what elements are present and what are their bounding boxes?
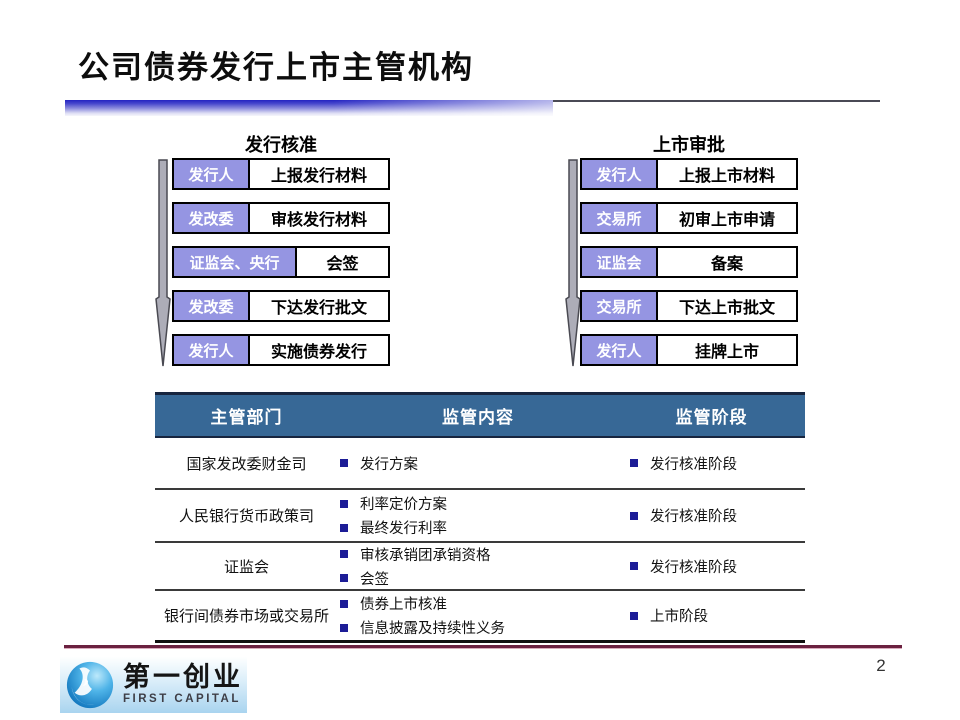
flow-action: 备案 [658, 248, 796, 276]
bullet-item: 发行核准阶段 [630, 453, 737, 474]
down-arrow-icon [155, 159, 171, 367]
department-cell: 国家发改委财金司 [186, 455, 307, 473]
flow-step: 证监会、央行 会签 [172, 246, 390, 278]
flow-left-title: 发行核准 [245, 135, 317, 155]
down-arrow-icon [565, 159, 581, 367]
flow-action: 上报上市材料 [658, 160, 796, 188]
flow-action: 审核发行材料 [250, 204, 388, 232]
square-bullet-icon [630, 511, 638, 520]
bullet-item: 最终发行利率 [340, 517, 618, 538]
flow-step: 发行人 上报发行材料 [172, 158, 390, 190]
stage-cell: 上市阶段 [618, 591, 805, 640]
flow-agency: 证监会 [582, 248, 658, 276]
column-header-department: 主管部门 [210, 408, 283, 427]
flow-action: 下达发行批文 [250, 292, 388, 320]
flow-step: 发改委 审核发行材料 [172, 202, 390, 234]
table-header-row: 主管部门 监管内容 监管阶段 [155, 392, 805, 438]
flow-step: 发行人 上报上市材料 [580, 158, 798, 190]
square-bullet-icon [340, 550, 348, 558]
square-bullet-icon [630, 459, 638, 467]
column-header-content: 监管内容 [442, 408, 514, 427]
flow-agency: 交易所 [582, 292, 658, 320]
flow-agency: 发行人 [174, 336, 250, 364]
flow-step: 发改委 下达发行批文 [172, 290, 390, 322]
bullet-item: 债券上市核准 [340, 593, 618, 614]
square-bullet-icon [630, 611, 638, 620]
title-underline-bar [65, 100, 553, 116]
table-row: 银行间债券市场或交易所 债券上市核准 信息披露及持续性义务 上市阶段 [155, 591, 805, 640]
content-cell: 审核承销团承销资格 会签 [338, 543, 618, 589]
flow-action: 上报发行材料 [250, 160, 388, 188]
flow-step: 交易所 下达上市批文 [580, 290, 798, 322]
department-cell: 证监会 [223, 558, 269, 576]
flow-agency: 发改委 [174, 292, 250, 320]
bullet-item: 会签 [340, 568, 618, 589]
globe-icon [66, 661, 114, 709]
flow-right-title: 上市审批 [653, 135, 725, 155]
flow-step: 证监会 备案 [580, 246, 798, 278]
page-number: 2 [876, 656, 886, 675]
logo-name-en: FIRST CAPITAL [123, 693, 241, 706]
bullet-item: 审核承销团承销资格 [340, 544, 618, 565]
bullet-item: 上市阶段 [630, 605, 708, 626]
flow-agency: 发行人 [174, 160, 250, 188]
square-bullet-icon [340, 523, 348, 532]
content-cell: 利率定价方案 最终发行利率 [338, 490, 618, 541]
flow-left: 发行人 上报发行材料 发改委 审核发行材料 证监会、央行 会签 发改委 下达发行… [172, 158, 390, 378]
stage-cell: 发行核准阶段 [618, 543, 805, 589]
flow-agency: 发行人 [582, 336, 658, 364]
stage-cell: 发行核准阶段 [618, 490, 805, 541]
square-bullet-icon [340, 459, 348, 467]
flow-agency: 发行人 [582, 160, 658, 188]
logo-name-cn: 第一创业 [123, 662, 243, 693]
footer-divider [64, 645, 902, 649]
table-row: 人民银行货币政策司 利率定价方案 最终发行利率 发行核准阶段 [155, 490, 805, 543]
company-logo: 第一创业 FIRST CAPITAL [60, 657, 247, 713]
content-cell: 债券上市核准 信息披露及持续性义务 [338, 591, 618, 640]
stage-cell: 发行核准阶段 [618, 438, 805, 488]
bullet-item: 发行核准阶段 [630, 556, 737, 577]
column-header-stage: 监管阶段 [675, 408, 748, 427]
logo-text: 第一创业 FIRST CAPITAL [123, 664, 243, 706]
flow-agency: 交易所 [582, 204, 658, 232]
flow-action: 初审上市申请 [658, 204, 796, 232]
square-bullet-icon [340, 599, 348, 608]
flow-action: 挂牌上市 [658, 336, 796, 364]
bullet-item: 信息披露及持续性义务 [340, 617, 618, 638]
flow-action: 下达上市批文 [658, 292, 796, 320]
flow-step: 发行人 挂牌上市 [580, 334, 798, 366]
square-bullet-icon [340, 574, 348, 582]
square-bullet-icon [630, 562, 638, 570]
flow-action: 会签 [297, 248, 388, 276]
department-cell: 银行间债券市场或交易所 [163, 608, 329, 625]
flow-step: 交易所 初审上市申请 [580, 202, 798, 234]
bullet-item: 发行核准阶段 [630, 505, 737, 526]
bullet-item: 发行方案 [340, 453, 618, 474]
bullet-item: 利率定价方案 [340, 493, 618, 514]
square-bullet-icon [340, 623, 348, 632]
flow-right: 发行人 上报上市材料 交易所 初审上市申请 证监会 备案 交易所 下达上市批文 … [580, 158, 798, 378]
table-row: 国家发改委财金司 发行方案 发行核准阶段 [155, 438, 805, 490]
flow-action: 实施债券发行 [250, 336, 388, 364]
content-cell: 发行方案 [338, 438, 618, 488]
flow-agency: 发改委 [174, 204, 250, 232]
regulatory-table: 主管部门 监管内容 监管阶段 国家发改委财金司 发行方案 发行核准阶段 人民银行… [155, 392, 805, 643]
page-title: 公司债券发行上市主管机构 [78, 50, 474, 85]
flow-agency: 证监会、央行 [174, 248, 297, 276]
department-cell: 人民银行货币政策司 [178, 508, 314, 525]
table-row: 证监会 审核承销团承销资格 会签 发行核准阶段 [155, 543, 805, 591]
square-bullet-icon [340, 499, 348, 508]
flow-step: 发行人 实施债券发行 [172, 334, 390, 366]
